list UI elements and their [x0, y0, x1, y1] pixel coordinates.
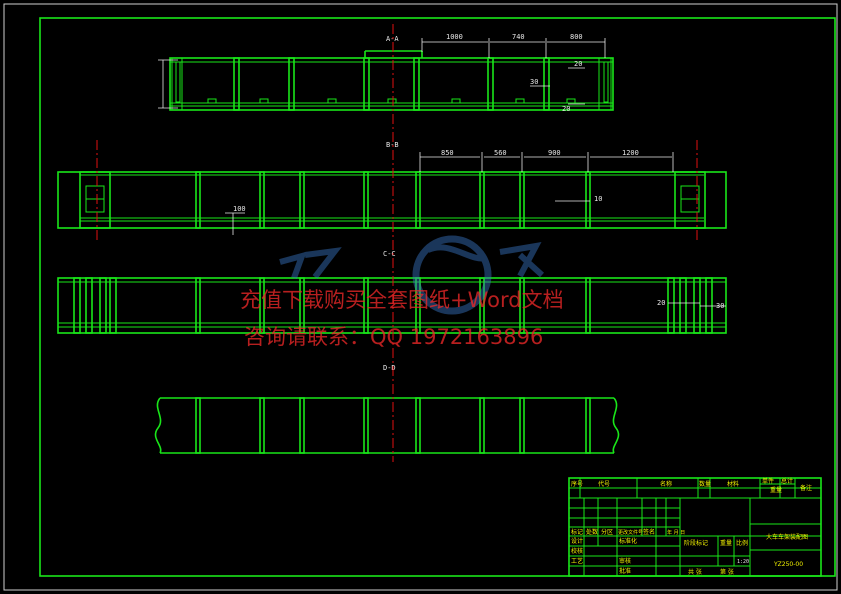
- section-b-view: B-B 850: [57, 141, 727, 235]
- tb-zone: 分区: [601, 528, 613, 536]
- tb-process: 工艺: [571, 557, 583, 565]
- tb-drawing-title: 大车车架装配图: [766, 533, 808, 541]
- tb-approve: 批准: [619, 567, 631, 575]
- tb-scale-value: 1:20: [737, 559, 749, 565]
- tb-remark: 备注: [800, 484, 812, 492]
- dim-bb-560: 560: [494, 149, 507, 157]
- tb-design: 设计: [571, 537, 583, 545]
- tb-date: 年 月 日: [667, 529, 685, 536]
- section-b-label: B-B: [386, 141, 399, 149]
- dim-aa-20-bottom: 20: [562, 105, 570, 113]
- dim-bb-100: 100: [233, 205, 246, 213]
- watermark-logo: [279, 235, 545, 315]
- dim-cc-20: 20: [657, 299, 665, 307]
- dim-cc-30: 30: [716, 302, 724, 310]
- tb-standardize: 标准化: [619, 537, 637, 545]
- tb-total-weight: 总计: [781, 477, 793, 485]
- section-d-view: D-D: [154, 364, 620, 454]
- dim-aa-1000: 1000: [446, 33, 463, 41]
- section-c-view: C-C 20 30: [57, 250, 727, 334]
- tb-unit-weight: 单件: [762, 477, 774, 485]
- dim-aa-800: 800: [570, 33, 583, 41]
- tb-drawing-no: YZ250-00: [773, 561, 803, 568]
- outer-border: [3, 3, 838, 591]
- tb-weight: 重量: [770, 486, 782, 494]
- tb-change-doc: 更改文件号: [618, 529, 643, 536]
- title-block: 序号 代号 名称 数量 材料 单件 总计 重量 备注 标记 处数 分区 更改文件…: [568, 477, 822, 577]
- tb-stage-weight: 重量: [720, 539, 732, 547]
- tb-scale: 比例: [736, 539, 748, 547]
- tb-code: 代号: [598, 480, 610, 488]
- tb-check: 校核: [571, 547, 583, 555]
- section-a-view: A-A: [158, 33, 614, 113]
- tb-stage-mark: 阶段标记: [684, 539, 708, 547]
- dim-aa-20-top: 20: [574, 60, 582, 68]
- tb-name: 名称: [660, 480, 672, 488]
- tb-review: 审核: [619, 557, 631, 565]
- dim-bb-10: 10: [594, 195, 602, 203]
- dim-aa-30: 30: [530, 78, 538, 86]
- section-c-label: C-C: [383, 250, 396, 258]
- tb-mark: 标记: [571, 528, 583, 536]
- tb-count: 处数: [586, 528, 598, 536]
- dim-aa-740: 740: [512, 33, 525, 41]
- dim-bb-1200: 1200: [622, 149, 639, 157]
- watermark-line-2: 咨询请联系：QQ 1972163896: [244, 325, 544, 349]
- dim-bb-900: 900: [548, 149, 561, 157]
- tb-seq: 序号: [571, 480, 583, 488]
- tb-qty: 数量: [699, 480, 711, 488]
- tb-sheets-total: 共 张: [688, 568, 702, 576]
- tb-sign: 签名: [643, 528, 655, 536]
- dim-bb-850: 850: [441, 149, 454, 157]
- tb-material: 材料: [727, 480, 739, 488]
- watermark-line-1: 充值下载购买全套图纸+Word文档: [240, 288, 564, 312]
- tb-sheet-no: 第 张: [720, 568, 734, 576]
- section-d-label: D-D: [383, 364, 396, 372]
- frame-border: [39, 17, 836, 577]
